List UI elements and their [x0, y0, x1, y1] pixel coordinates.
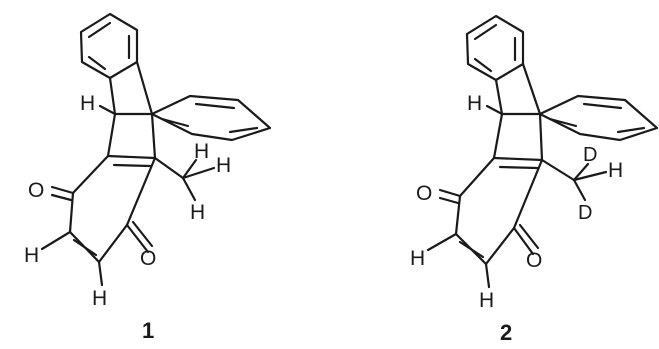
- atom-o-bottom: O: [526, 249, 542, 272]
- atom-h-vinyl-bottom: H: [92, 287, 107, 310]
- atom-h-methyl-bottom: H: [190, 201, 205, 224]
- atom-h-methyl-right: H: [216, 154, 231, 177]
- molecule-2: H D H D O O H H 2: [410, 14, 659, 345]
- right-benzene-ring: [538, 94, 659, 142]
- molecule-2-atom-labels: H D H D O O H H: [410, 92, 623, 312]
- right-benzene-inner-bonds: [160, 102, 259, 134]
- atom-h-vinyl-left: H: [410, 247, 425, 270]
- atom-h-methyl-top: H: [194, 140, 209, 163]
- bond-ring-to-bridgehead-c: [108, 76, 117, 116]
- atom-o-top: O: [28, 179, 44, 202]
- atom-o-bottom: O: [140, 247, 156, 270]
- bond-methyl-to-h-top: [181, 158, 198, 180]
- bond-methyl-to-h-bottom: [181, 176, 197, 202]
- molecule-1-atom-labels: H H H H O O H H: [24, 92, 231, 310]
- atom-d-methyl-top: D: [583, 144, 597, 166]
- bond-bridgehead-h: [98, 104, 117, 116]
- atom-h-methyl-right: H: [608, 159, 623, 182]
- top-benzene-inner-bonds: [473, 23, 517, 73]
- bond-ring-to-quaternary-c: [135, 60, 154, 116]
- atom-d-methyl-bottom: D: [578, 202, 592, 224]
- atom-h-bridgehead: H: [80, 92, 95, 115]
- bond-c-o-top: [50, 185, 75, 195]
- top-benzene-inner-bonds: [87, 21, 131, 71]
- molecule-2-bonds: [426, 14, 659, 289]
- atom-h-bridgehead: H: [467, 92, 482, 115]
- bond-c-o-bottom: [125, 223, 150, 254]
- compound-label-2: 2: [500, 320, 512, 345]
- bond-bridgehead-to-c4a: [106, 112, 117, 158]
- right-benzene-inner-bonds: [548, 102, 646, 134]
- atom-o-top: O: [416, 182, 432, 205]
- molecule-1-bonds: [40, 12, 272, 287]
- bond-c4a-c8a: [106, 154, 157, 160]
- atom-h-vinyl-left: H: [24, 244, 39, 267]
- molecule-1: H H H H O O H H 1: [24, 12, 272, 343]
- bond-quaternary-to-c8a: [150, 112, 157, 160]
- atom-h-vinyl-bottom: H: [479, 289, 494, 312]
- bond-methyl-to-h-right: [181, 166, 216, 180]
- right-benzene-ring: [150, 94, 272, 142]
- compound-label-1: 1: [142, 318, 154, 343]
- bond-c8a-to-methyl: [153, 156, 185, 180]
